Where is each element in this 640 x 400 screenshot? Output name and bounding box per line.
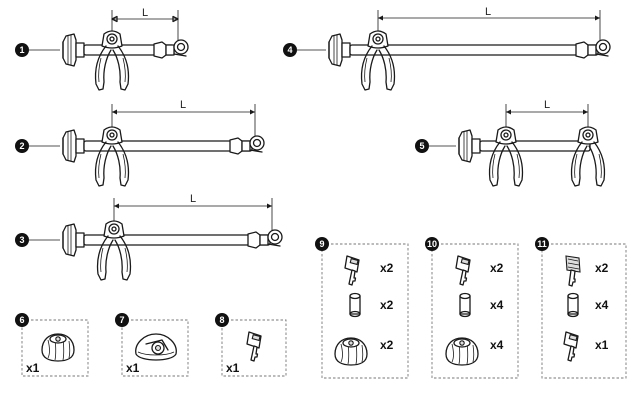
knob-icon [41, 333, 75, 362]
dimension-label: L [190, 193, 196, 205]
key-icon [344, 255, 360, 286]
badge-part-7-label: 7 [119, 315, 124, 325]
badge-arm-4 [283, 43, 297, 57]
key-icon [563, 331, 579, 362]
badge-arm-4-label: 4 [287, 45, 292, 55]
part-10: 10 x2 x4 x4 [425, 237, 519, 379]
badge-part-10-label: 10 [427, 239, 437, 249]
part-6: 6 x1 [15, 313, 89, 377]
part-11: 11 x2 x4 x1 [535, 237, 627, 379]
part-10-qty-1: x2 [490, 261, 504, 275]
part-9-qty-1: x2 [380, 261, 394, 275]
dimension-label: L [180, 99, 186, 111]
badge-arm-2-label: 2 [19, 141, 24, 151]
part-10-qty-3: x4 [490, 338, 504, 352]
dimension-label: L [142, 7, 148, 19]
badge-arm-3 [15, 233, 29, 247]
arm-1: 1 L [15, 7, 189, 91]
dimension-label: L [485, 6, 491, 18]
badge-part-9-label: 9 [319, 239, 324, 249]
part-7-qty: x1 [126, 361, 140, 375]
lock-cylinder-icon [459, 292, 471, 318]
badge-arm-3-label: 3 [19, 235, 24, 245]
part-10-qty-2: x4 [490, 298, 504, 312]
part-9-qty-2: x2 [380, 298, 394, 312]
badge-part-9 [315, 237, 329, 251]
part-11-qty-1: x2 [595, 261, 609, 275]
badge-part-11 [535, 237, 549, 251]
dimension-label: L [544, 99, 550, 111]
arm-2: 2 L [15, 99, 265, 187]
lock-cylinder-icon [567, 292, 579, 318]
badge-part-6-label: 6 [19, 315, 24, 325]
triangular-knob-icon [135, 333, 177, 361]
part-7: 7 x1 [115, 313, 189, 377]
arm-5: 5 L [415, 99, 606, 187]
knob-icon [334, 337, 368, 366]
part-9: 9 x2 x2 x2 [315, 237, 409, 379]
badge-part-6 [15, 313, 29, 327]
part-11-qty-2: x4 [595, 298, 609, 312]
badge-arm-5 [415, 139, 429, 153]
arm-3: 3 L [15, 193, 283, 281]
part-6-qty: x1 [26, 361, 40, 375]
badge-part-8-label: 8 [219, 315, 224, 325]
badge-part-7 [115, 313, 129, 327]
part-9-qty-3: x2 [380, 338, 394, 352]
key-icon [246, 331, 262, 362]
key-large-icon [565, 255, 581, 287]
knob-icon [445, 337, 479, 366]
badge-arm-2 [15, 139, 29, 153]
badge-arm-5-label: 5 [419, 141, 424, 151]
part-8: 8 x1 [215, 313, 287, 377]
part-11-qty-3: x1 [595, 338, 609, 352]
badge-part-10 [425, 237, 439, 251]
part-8-qty: x1 [226, 361, 240, 375]
arm-4: 4 L [283, 6, 611, 91]
key-icon [455, 255, 471, 286]
badge-part-11-label: 11 [537, 239, 547, 249]
badge-arm-1-label: 1 [19, 45, 24, 55]
badge-part-8 [215, 313, 229, 327]
lock-cylinder-icon [349, 292, 361, 318]
badge-arm-1 [15, 43, 29, 57]
